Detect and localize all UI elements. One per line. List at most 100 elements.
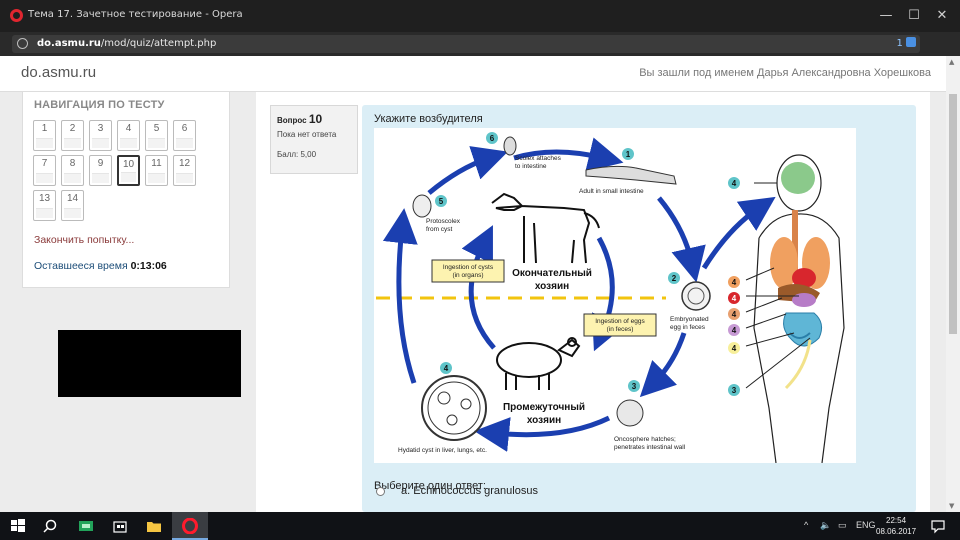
arrow-to-human [701, 196, 776, 270]
close-button[interactable]: ✕ [936, 8, 948, 23]
battery-icon[interactable]: ▭ [838, 520, 847, 530]
sheep-figure [496, 337, 581, 390]
arrow-2-to-3 [639, 332, 687, 398]
svg-text:4: 4 [732, 294, 737, 303]
url-field[interactable]: do.asmu.ru/mod/quiz/attempt.php 1 [12, 35, 920, 53]
svg-text:5: 5 [439, 197, 444, 206]
human-figure [745, 154, 845, 463]
windows-taskbar: ^ 🔈 ▭ ENG 22:54 08.06.2017 [0, 512, 960, 540]
adult-worm-figure [585, 165, 677, 185]
dog-figure [491, 192, 600, 264]
scolex-figure [503, 136, 517, 156]
svg-text:4: 4 [444, 364, 449, 373]
svg-text:4: 4 [732, 326, 737, 335]
cyst-ingestion-box [431, 259, 505, 283]
quiz-nav-button-11[interactable]: 11 [145, 155, 168, 186]
answer-option-a-label: a. Echinococcus granulosus [401, 485, 538, 497]
question-info: Вопрос 10 Пока нет ответа Балл: 5,00 [270, 105, 358, 174]
login-info: Вы зашли под именем Дарья Александровна … [639, 67, 931, 79]
opera-icon [10, 9, 23, 22]
url-text: do.asmu.ru/mod/quiz/attempt.php [37, 38, 217, 49]
step-badge-2: 2 [668, 272, 680, 284]
oncosphere-figure [616, 399, 644, 427]
step3-label-a: Oncosphere hatches; [614, 436, 676, 443]
intermediate-host-label-a: Промежуточный [503, 402, 585, 413]
maximize-button[interactable]: ☐ [908, 8, 920, 23]
step2-label-b: egg in feces [670, 324, 706, 331]
quiz-nav-button-7[interactable]: 7 [33, 155, 56, 186]
scroll-down-icon[interactable]: ▼ [949, 502, 955, 510]
store-icon[interactable] [112, 518, 128, 534]
quiz-nav-button-5[interactable]: 5 [145, 120, 168, 151]
quiz-nav-button-1[interactable]: 1 [33, 120, 56, 151]
cyst-ingestion-label-b: (in organs) [452, 272, 483, 279]
question-content: Укажите возбудителя [362, 105, 916, 512]
quiz-nav-button-3[interactable]: 3 [89, 120, 112, 151]
arrow-1-to-2 [657, 196, 706, 283]
step-badge-4-spleen: 4 [728, 324, 740, 336]
step6-label-a: Scolex attaches [515, 155, 562, 162]
finish-attempt-link[interactable]: Закончить попытку... [34, 234, 135, 246]
answer-radio-a[interactable] [376, 486, 385, 496]
arrow-6-to-1 [513, 137, 624, 172]
scroll-thumb[interactable] [949, 94, 957, 334]
arrow-3-to-4 [474, 415, 611, 452]
step-badge-3-intestine: 3 [728, 384, 740, 396]
quiz-nav-button-8[interactable]: 8 [61, 155, 84, 186]
notifications-icon[interactable] [930, 518, 946, 534]
quiz-nav-button-2[interactable]: 2 [61, 120, 84, 151]
page-content: НАВИГАЦИЯ ПО ТЕСТУ 1 2 3 4 5 6 7 8 9 10 … [0, 92, 946, 512]
scroll-up-icon[interactable]: ▲ [949, 58, 955, 66]
step-badge-4-heart: 4 [728, 292, 740, 304]
egg-ingestion-label-a: Ingestion of eggs [595, 318, 645, 325]
step-badge-6: 6 [486, 132, 498, 144]
volume-icon[interactable]: 🔈 [820, 520, 832, 530]
svg-text:3: 3 [732, 386, 737, 395]
question-grade: Балл: 5,00 [277, 150, 317, 159]
opera-taskbar-icon[interactable] [182, 518, 198, 534]
quiz-nav-button-9[interactable]: 9 [89, 155, 112, 186]
step5-label-a: Protoscolex [426, 218, 461, 225]
intermediate-host-label-b: хозяин [527, 415, 561, 426]
step-badge-4-bone: 4 [728, 342, 740, 354]
step-badge-1: 1 [622, 148, 634, 160]
cyst-ingestion-label-a: Ingestion of cysts [443, 264, 494, 271]
step6-label-b: to intestine [515, 163, 547, 170]
quiz-nav-button-14[interactable]: 14 [61, 190, 84, 221]
answer-option-a[interactable]: a. Echinococcus granulosus [376, 485, 538, 497]
step-badge-5: 5 [435, 195, 447, 207]
answer-prompt: Выберите один ответ: [374, 480, 486, 492]
svg-text:6: 6 [490, 134, 495, 143]
adblock-badge[interactable]: 1 [896, 37, 916, 49]
quiz-nav-button-6[interactable]: 6 [173, 120, 196, 151]
taskbar-opera-active[interactable] [172, 512, 208, 540]
quiz-nav-button-12[interactable]: 12 [173, 155, 196, 186]
tray-chevron-icon[interactable]: ^ [804, 520, 809, 530]
app-green-icon[interactable] [78, 518, 94, 534]
question-state: Пока нет ответа [277, 130, 337, 139]
search-icon[interactable] [42, 518, 58, 534]
echinococcus-lifecycle-diagram: Scolex attaches to intestine Adult in sm… [374, 128, 856, 463]
minimize-button[interactable]: — [879, 8, 893, 23]
language-indicator[interactable]: ENG [856, 520, 876, 530]
quiz-nav-button-10[interactable]: 10 [117, 155, 140, 186]
svg-text:3: 3 [632, 382, 637, 391]
hydatid-cyst-figure [421, 375, 487, 441]
step2-label-a: Embryonated [670, 316, 709, 323]
windows-start-icon[interactable] [10, 518, 26, 534]
quiz-nav-button-4[interactable]: 4 [117, 120, 140, 151]
step-badge-4-cyst: 4 [440, 362, 452, 374]
shield-icon [906, 37, 916, 47]
step-badge-3: 3 [628, 380, 640, 392]
svg-text:4: 4 [732, 278, 737, 287]
window-title: Тема 17. Зачетное тестирование - Opera [28, 9, 243, 20]
page-scrollbar[interactable]: ▲ ▼ [946, 56, 960, 512]
file-explorer-icon[interactable] [146, 518, 162, 534]
site-brand-link[interactable]: do.asmu.ru [21, 64, 97, 81]
quiz-nav-button-13[interactable]: 13 [33, 190, 56, 221]
taskbar-clock[interactable]: 22:54 08.06.2017 [876, 516, 917, 536]
svg-text:4: 4 [732, 344, 737, 353]
quiz-navigation-title: НАВИГАЦИЯ ПО ТЕСТУ [34, 99, 165, 111]
svg-text:4: 4 [732, 310, 737, 319]
definitive-host-label-a: Окончательный [512, 268, 592, 279]
